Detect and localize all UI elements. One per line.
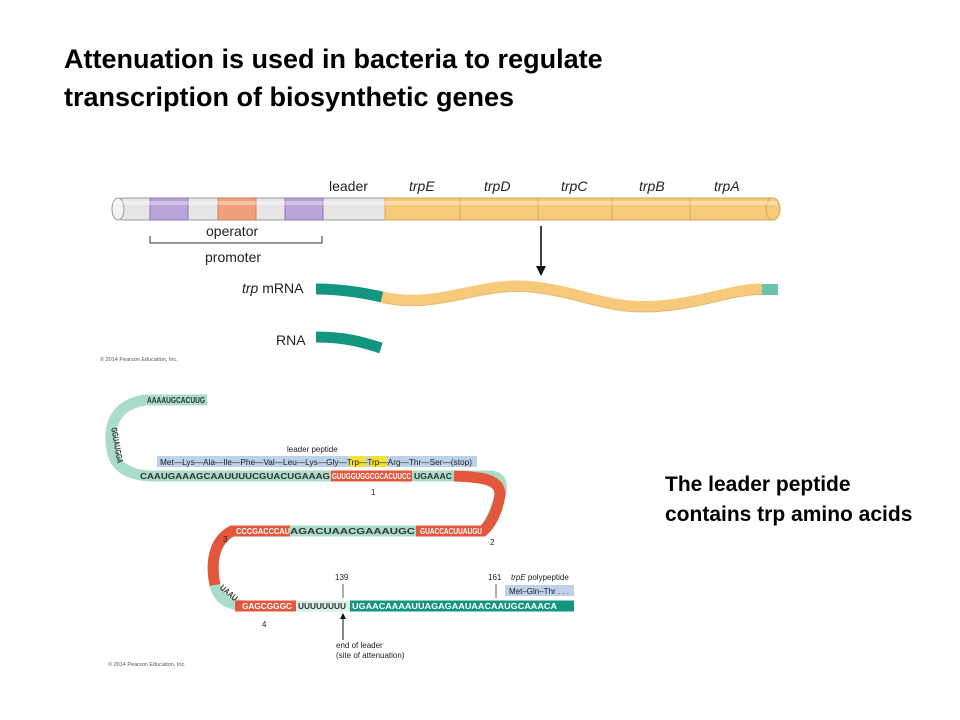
region-3 bbox=[207, 525, 290, 587]
region-number-1: 1 bbox=[371, 488, 376, 497]
operon-dna bbox=[111, 197, 781, 221]
seq-after-1: UGAAAC bbox=[414, 471, 452, 481]
end-of-leader-label: end of leader bbox=[336, 641, 383, 650]
seq-left-turn: CCGGCGC bbox=[224, 554, 237, 589]
seq-row2-red2: CCCGACCCAU bbox=[236, 526, 290, 536]
leader-peptide-label: leader peptide bbox=[287, 445, 338, 454]
leader-peptide-box bbox=[157, 456, 477, 467]
seq-poly-u: UUUUUUUU bbox=[298, 601, 346, 611]
side-note: The leader peptide contains trp amino ac… bbox=[665, 473, 913, 526]
promoter-bracket bbox=[149, 236, 323, 244]
copyright-bottom: © 2014 Pearson Education, Inc. bbox=[108, 661, 186, 668]
position-139: 139 bbox=[335, 573, 349, 582]
trpE-peptide-sequence: Met–Gln–Thr . . . bbox=[509, 587, 569, 596]
gene-label-trpC: trpC bbox=[561, 178, 588, 194]
trpE-peptide-box bbox=[505, 585, 574, 596]
seq-row2-teal: AGACUAACGAAAUGC bbox=[290, 526, 415, 536]
leader-peptide-sequence: Met—Lys—Ala—Ile—Phe—Val—Leu—Lys—Gly—Trp—… bbox=[160, 458, 472, 467]
trp-codon-highlight-2 bbox=[370, 456, 387, 467]
gene-label-trpB: trpB bbox=[639, 178, 665, 194]
trp-codon-highlight-1 bbox=[349, 456, 366, 467]
copyright-top: © 2014 Pearson Education, Inc. bbox=[100, 356, 178, 363]
trpE-polypeptide-label: trpE polypeptide bbox=[511, 573, 569, 582]
trp-mrna-label: trp mRNA bbox=[242, 280, 304, 296]
leader-label: leader bbox=[329, 178, 368, 194]
seq-trailer: UGAACAAAAUUAGAGAAUAACAAUGCAAACA bbox=[352, 601, 557, 611]
short-rna bbox=[315, 331, 383, 354]
rna-label: RNA bbox=[276, 332, 306, 348]
promoter-label: promoter bbox=[205, 249, 261, 265]
seq-top: AAAAUGCACUUG bbox=[147, 395, 205, 405]
gene-label-trpA: trpA bbox=[714, 178, 740, 194]
attenuation-site-label: (site of attenuation) bbox=[336, 651, 405, 660]
region-number-2: 2 bbox=[490, 538, 495, 547]
operator-segment-1 bbox=[149, 197, 189, 221]
seq-region-4: GAGCGGGC bbox=[242, 601, 292, 611]
transcription-arrow bbox=[536, 226, 546, 276]
region-number-3: 3 bbox=[223, 535, 228, 544]
region-2 bbox=[416, 470, 506, 537]
gene-label-trpD: trpD bbox=[484, 178, 510, 194]
operator-segment-2 bbox=[284, 197, 324, 221]
slide-title: Attenuation is used in bacteria to regul… bbox=[64, 44, 603, 112]
leader-sequence-strand bbox=[105, 394, 574, 612]
region-number-4: 4 bbox=[262, 620, 267, 629]
promoter-segment bbox=[217, 197, 257, 221]
seq-main: CAAUGAAAGCAAUUUUCGUACUGAAAG bbox=[140, 471, 330, 481]
seq-region-1: GUUGGUGGCGCACUUCC bbox=[332, 471, 411, 481]
seq-row2-red: GUACCACUUAUGU bbox=[420, 526, 482, 536]
gene-label-trpE: trpE bbox=[409, 178, 435, 194]
trp-mrna bbox=[315, 280, 778, 313]
seq-region-2-turn: GGGCAGUG bbox=[503, 497, 516, 536]
position-161: 161 bbox=[488, 573, 502, 582]
operator-label: operator bbox=[206, 223, 258, 239]
